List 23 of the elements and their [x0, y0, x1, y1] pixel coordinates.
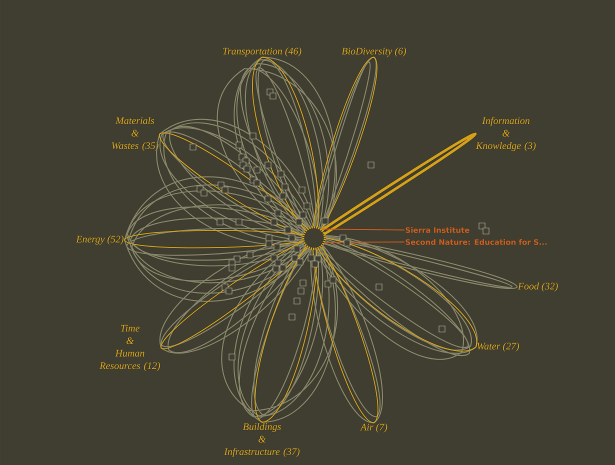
loop-bundle [221, 240, 338, 423]
leader-line [324, 242, 404, 243]
category-label: Food (32) [518, 282, 558, 292]
category-label: BioDiversity (6) [342, 47, 406, 57]
leader-line [322, 228, 404, 230]
hub-ring [302, 226, 326, 250]
loop-curve [159, 132, 308, 236]
category-label: Air (7) [360, 423, 388, 433]
category-label: Materials & Wastes (35) [112, 116, 158, 152]
loop-bundle [216, 56, 338, 236]
loop-bundle [324, 237, 518, 289]
category-label: Time & Human Resources (12) [100, 324, 160, 372]
loop-curve [321, 132, 477, 235]
loop-bundle [156, 118, 316, 246]
loop-bundle [124, 176, 311, 302]
loop-curve [254, 246, 317, 423]
category-label: Information & Knowledge (3) [476, 116, 536, 152]
loop-curve [252, 56, 319, 230]
category-label: Transportation (46) [223, 47, 302, 57]
category-label: Buildings & Infrastructure (37) [224, 422, 300, 458]
category-label: Water (27) [477, 342, 520, 352]
category-label: Energy (52) [76, 235, 124, 245]
loop-curve [124, 230, 303, 248]
